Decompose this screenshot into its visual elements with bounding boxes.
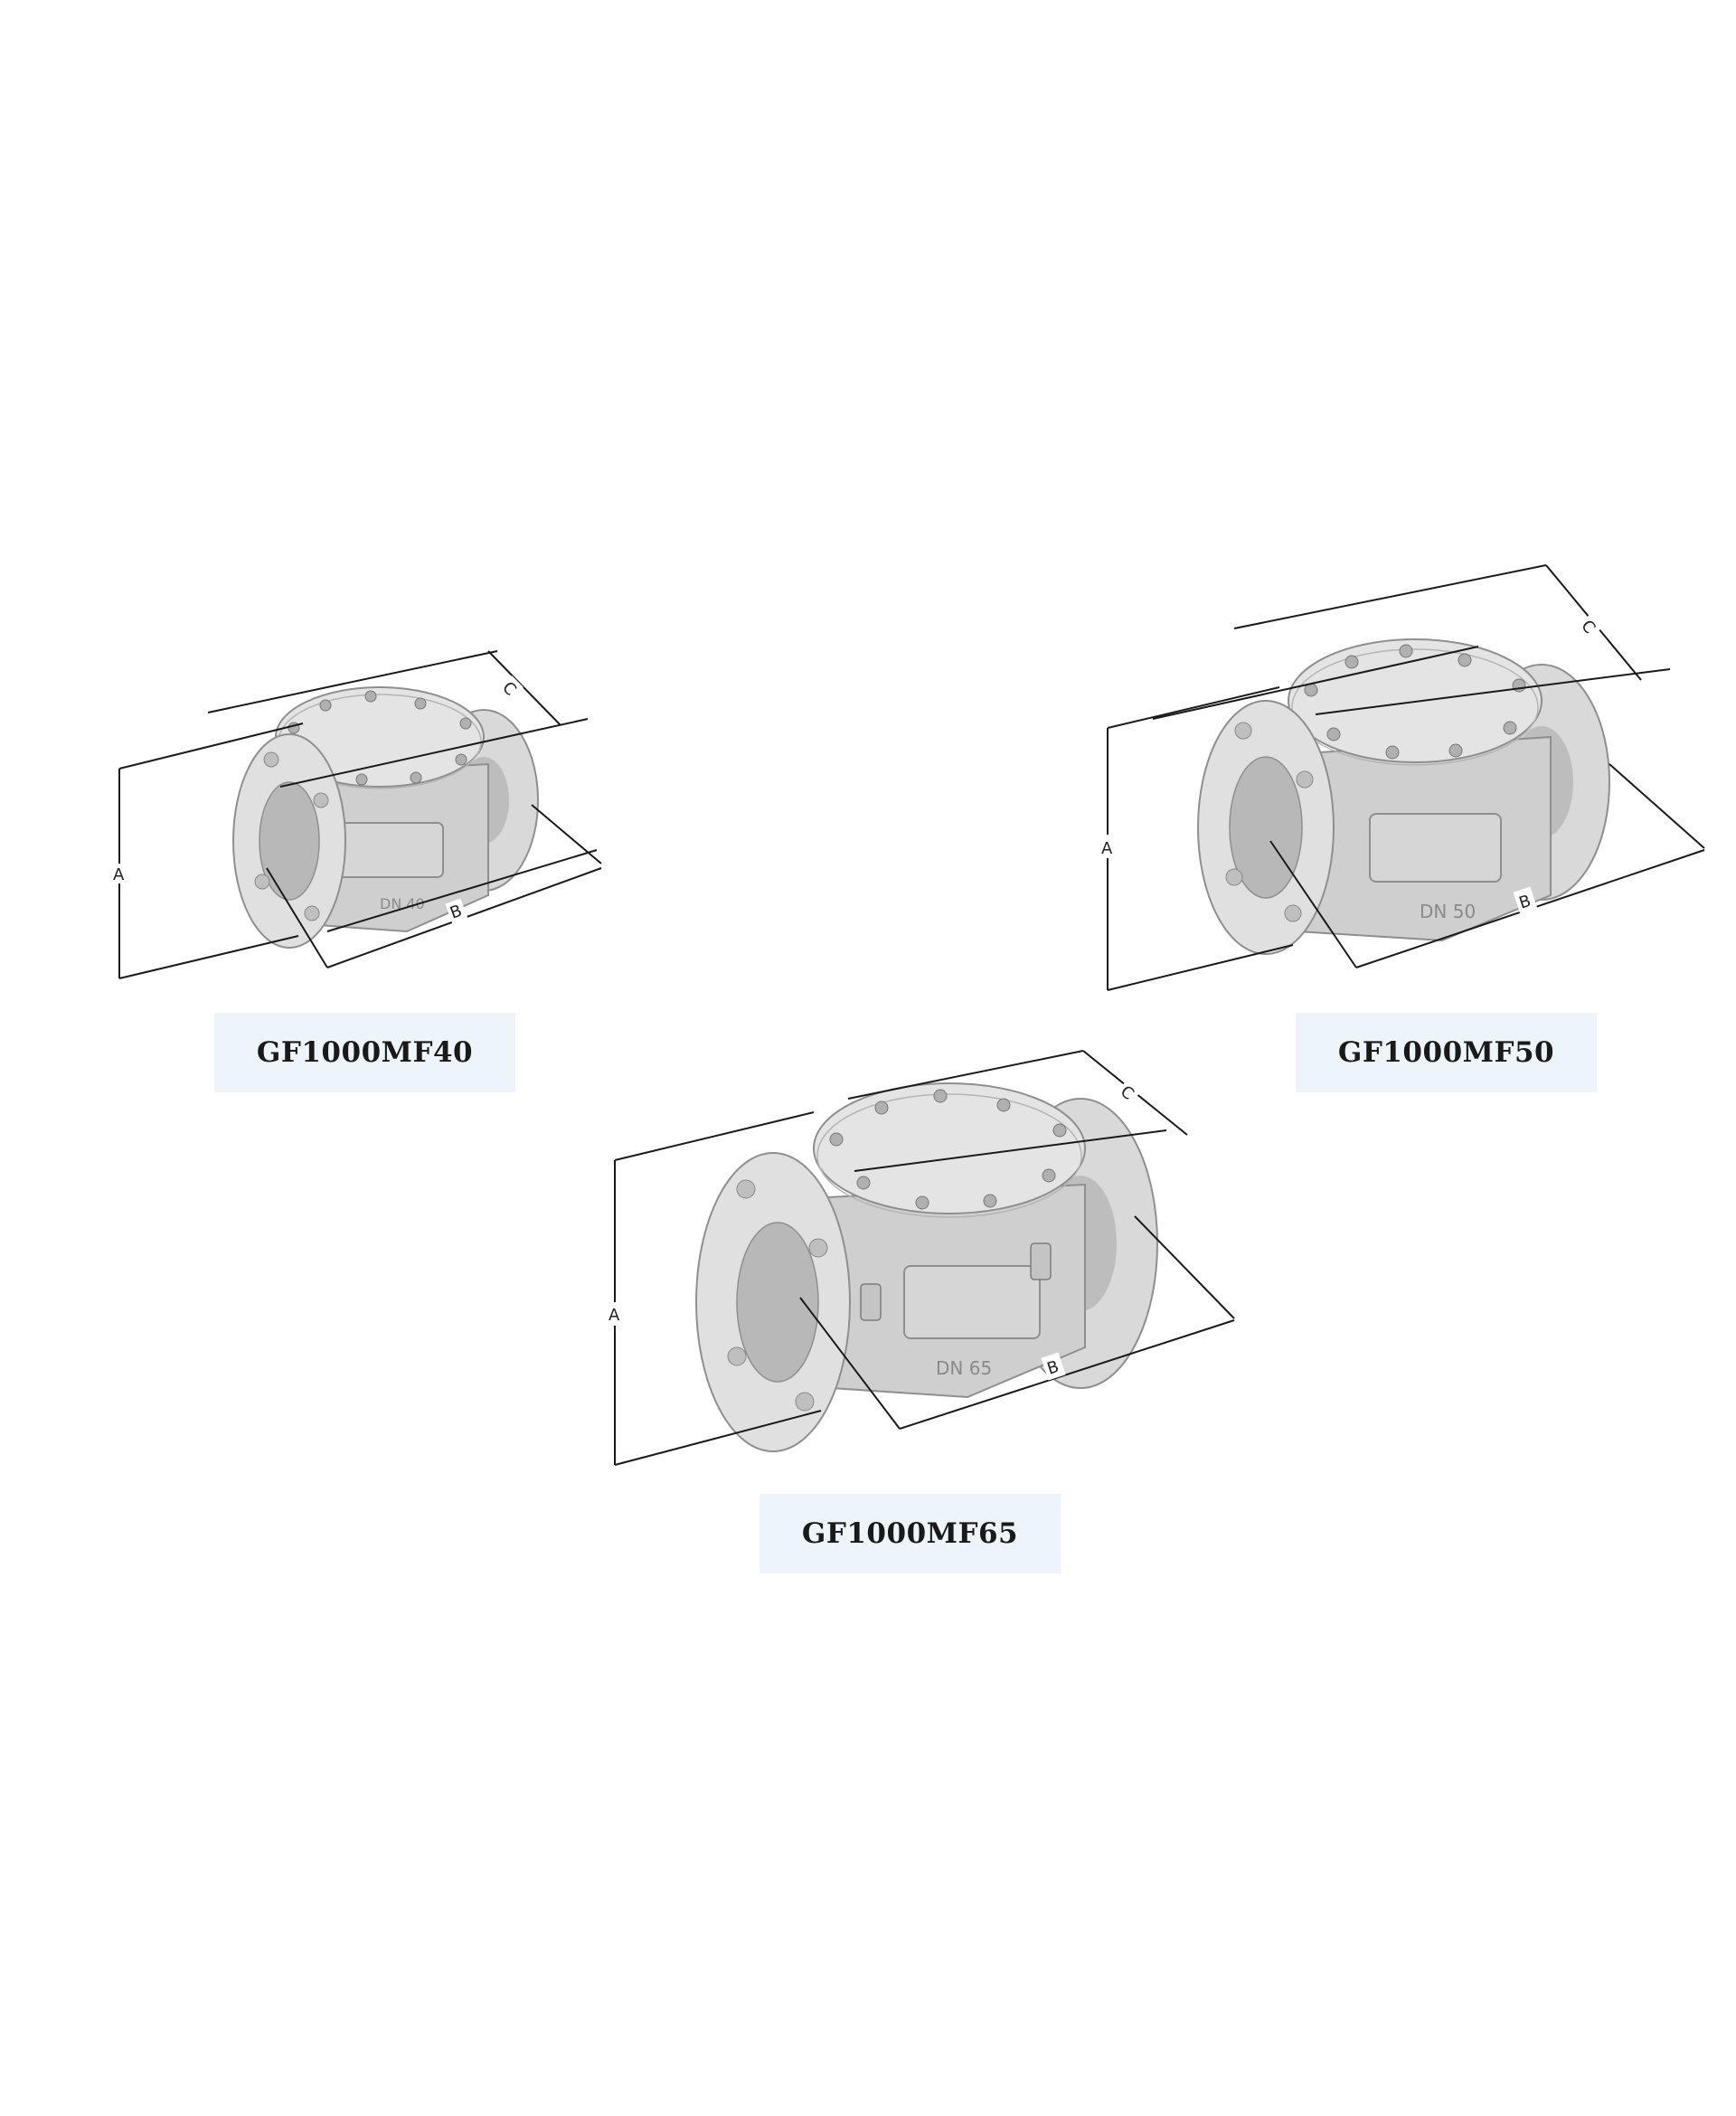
filter-drawing-gf1000mf65: DN 65 A B	[608, 1050, 1235, 1466]
dimension-a-label: A	[113, 865, 125, 884]
product-label-gf1000mf50: GF1000MF50	[1296, 1013, 1597, 1092]
flange-marking: DN 40	[380, 895, 425, 912]
cover-bolts	[829, 1089, 1067, 1210]
product-name: GF1000MF50	[1337, 1036, 1555, 1069]
drain-plugs	[860, 1242, 1052, 1321]
product-figure-gf1000mf50: DN 50 A B C	[1099, 564, 1722, 1004]
flange-marking: DN 50	[1420, 901, 1476, 922]
filter-cover	[813, 1082, 1086, 1214]
filter-drawing-gf1000mf40: DN 40 A B	[113, 650, 602, 979]
product-figure-gf1000mf40: DN 40 A B	[108, 633, 615, 1013]
product-figure-gf1000mf65: DN 65 A B	[579, 1040, 1248, 1474]
filter-drawing-gf1000mf50: DN 50 A B C	[1100, 564, 1705, 991]
dimension-b-label: B	[1517, 892, 1533, 913]
dimension-a-label: A	[1101, 839, 1113, 858]
name-plate	[1369, 813, 1502, 883]
front-flange-bore	[1229, 756, 1303, 899]
name-plate	[334, 822, 444, 878]
dimension-a-label: A	[609, 1306, 620, 1325]
front-flange-bore	[736, 1222, 819, 1383]
product-label-gf1000mf65: GF1000MF65	[760, 1494, 1061, 1573]
dimension-b-label: B	[1045, 1357, 1061, 1379]
front-flange-bore	[259, 781, 320, 901]
product-name: GF1000MF40	[256, 1036, 474, 1069]
product-label-gf1000mf40: GF1000MF40	[214, 1013, 515, 1092]
flange-marking: DN 65	[936, 1357, 992, 1379]
name-plate	[903, 1265, 1041, 1339]
product-name: GF1000MF65	[801, 1517, 1019, 1550]
